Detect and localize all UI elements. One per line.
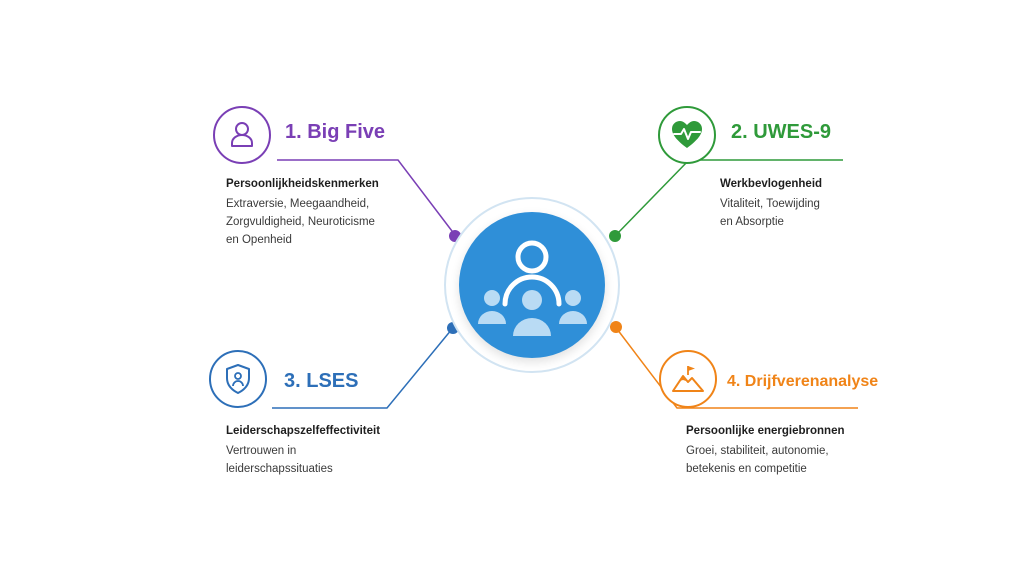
big-five-description: Extraversie, Meegaandheid, Zorgvuldighei…: [226, 198, 375, 246]
lses-subtitle: Leiderschapszelfeffectiviteit: [226, 425, 381, 437]
uwes-description: Vitaliteit, Toewijding en Absorptie: [720, 198, 820, 228]
team-people-icon: [478, 240, 587, 336]
connector-drijfveren: [616, 328, 858, 409]
lses-icon-circle: [209, 350, 267, 408]
big-five-subtitle: Persoonlijkheidskenmerken: [226, 178, 379, 190]
connector-dot-uwes: [609, 230, 621, 242]
person-icon: [231, 122, 253, 147]
connector-dot-drijfveren: [610, 321, 622, 333]
heart-pulse-icon: [672, 121, 702, 148]
big-five-title: 1. Big Five: [285, 121, 386, 143]
drijfveren-subtitle: Persoonlijke energiebronnen: [686, 425, 845, 437]
lses-title: 3. LSES: [284, 370, 359, 392]
uwes-icon-circle: [658, 106, 716, 164]
big-five-icon-circle: [213, 106, 271, 164]
connector-big-five: [277, 159, 456, 236]
mountain-flag-icon: [672, 366, 704, 392]
connector-lses: [272, 328, 453, 409]
lses-description: Vertrouwen in leiderschapssituaties: [226, 445, 333, 475]
drijfveren-title: 4. Drijfverenanalyse: [727, 373, 879, 390]
drijfveren-description: Groei, stabiliteit, autonomie, betekenis…: [686, 445, 829, 475]
shield-person-icon: [226, 364, 250, 394]
hub-circle: [459, 212, 605, 358]
drijfveren-icon-circle: [659, 350, 717, 408]
uwes-title: 2. UWES-9: [731, 121, 832, 143]
uwes-subtitle: Werkbevlogenheid: [720, 178, 823, 190]
